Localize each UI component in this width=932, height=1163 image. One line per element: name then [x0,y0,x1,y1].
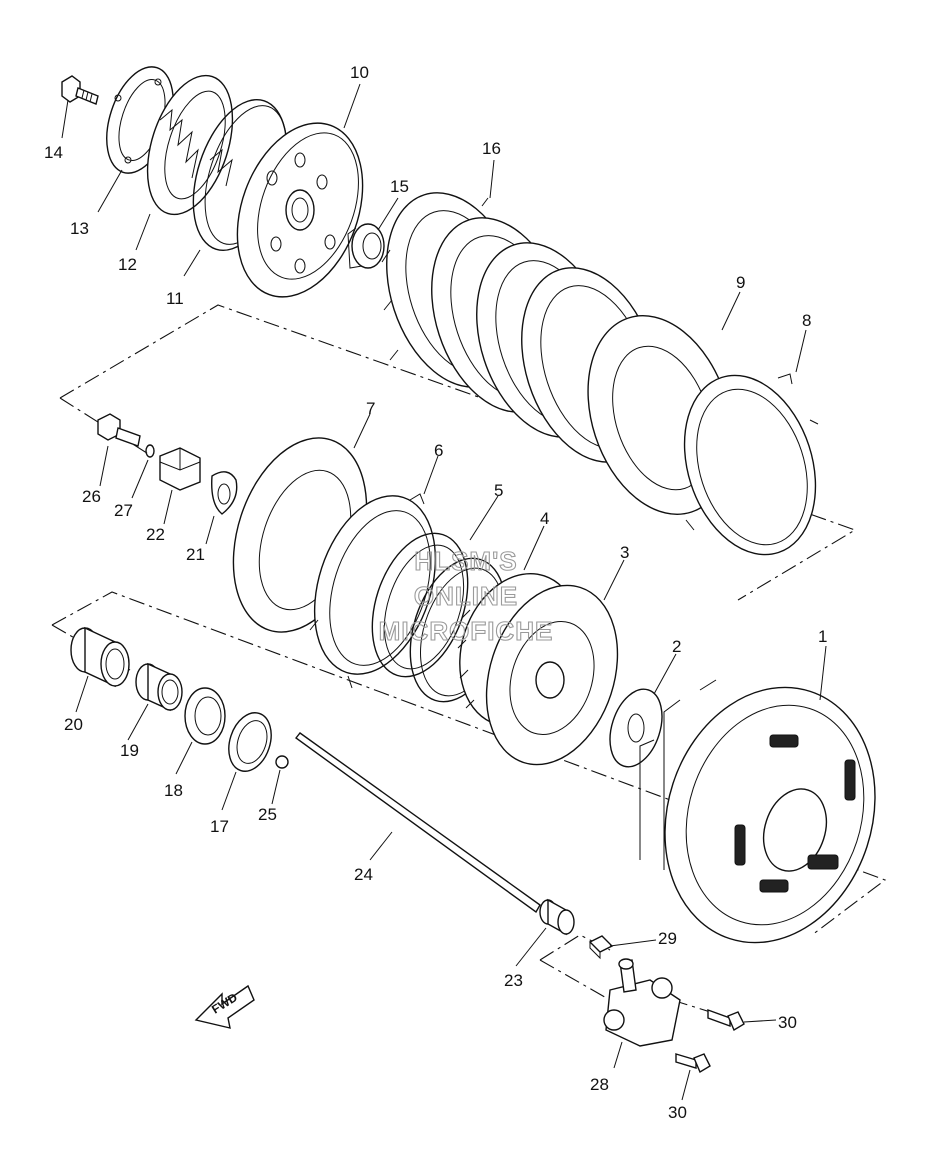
part-label-20: 20 [64,715,83,734]
part-label-24: 24 [354,865,373,884]
part-label-13: 13 [70,219,89,238]
part-label-8: 8 [802,311,811,330]
part-label-17: 17 [210,817,229,836]
part-label-30-upper: 30 [778,1013,797,1032]
washer-2 [609,688,663,768]
part-label-18: 18 [164,781,183,800]
part-label-30-lower: 30 [668,1103,687,1122]
part-label-22: 22 [146,525,165,544]
part-label-5: 5 [494,481,503,500]
lock-washer-21 [211,471,238,515]
part-label-12: 12 [118,255,137,274]
part-label-7: 7 [366,399,375,418]
watermark-line-3: MICROFICHE [379,616,554,646]
release-cylinder-28 [603,958,681,1047]
part-label-4: 4 [540,509,549,528]
part-number-labels: 1 2 3 4 5 6 7 8 9 10 11 12 13 14 15 16 1… [44,63,827,1122]
part-label-10: 10 [350,63,369,82]
ball-25 [275,755,289,769]
washer-17 [228,712,272,772]
plate-6 [309,493,437,689]
bearing-18 [184,687,226,745]
pressure-plate-10 [236,122,364,298]
part-label-28: 28 [590,1075,609,1094]
bolt-30-upper [707,1009,745,1032]
collar-20 [70,626,130,688]
bolt-14 [61,75,99,105]
part-label-21: 21 [186,545,205,564]
leader-lines [61,83,827,1101]
nut-22 [159,447,201,491]
bushing-19 [135,662,183,712]
clutch-housing-1 [639,679,876,944]
part-label-9: 9 [736,273,745,292]
bearing-15 [347,223,385,269]
bolt-26 [97,413,141,447]
plate-5 [371,532,469,678]
part-label-14: 14 [44,143,63,162]
part-label-6: 6 [434,441,443,460]
part-label-15: 15 [390,177,409,196]
watermark: HLSM'S ONLINE MICROFICHE [378,545,554,646]
push-rod-24 [294,732,541,914]
part-label-3: 3 [620,543,629,562]
part-label-26: 26 [82,487,101,506]
part-label-27: 27 [114,501,133,520]
part-label-11: 11 [166,289,184,308]
part-label-2: 2 [672,637,681,656]
part-label-25: 25 [258,805,277,824]
push-rod-end-23 [539,898,575,936]
clutch-boss-3 [457,572,619,766]
watermark-line-1: HLSM'S [414,546,517,576]
spring-plate-12 [146,74,234,216]
part-label-29: 29 [658,929,677,948]
pin-29 [588,935,614,960]
watermark-line-2: ONLINE [414,581,518,611]
part-label-1: 1 [818,627,827,646]
part-label-23: 23 [504,971,523,990]
part-label-19: 19 [120,741,139,760]
part-label-16: 16 [482,139,501,158]
bolt-30-lower [675,1053,711,1074]
plate-8 [683,373,819,556]
oring-27 [145,444,155,458]
forward-direction-arrow: FWD [194,984,255,1029]
